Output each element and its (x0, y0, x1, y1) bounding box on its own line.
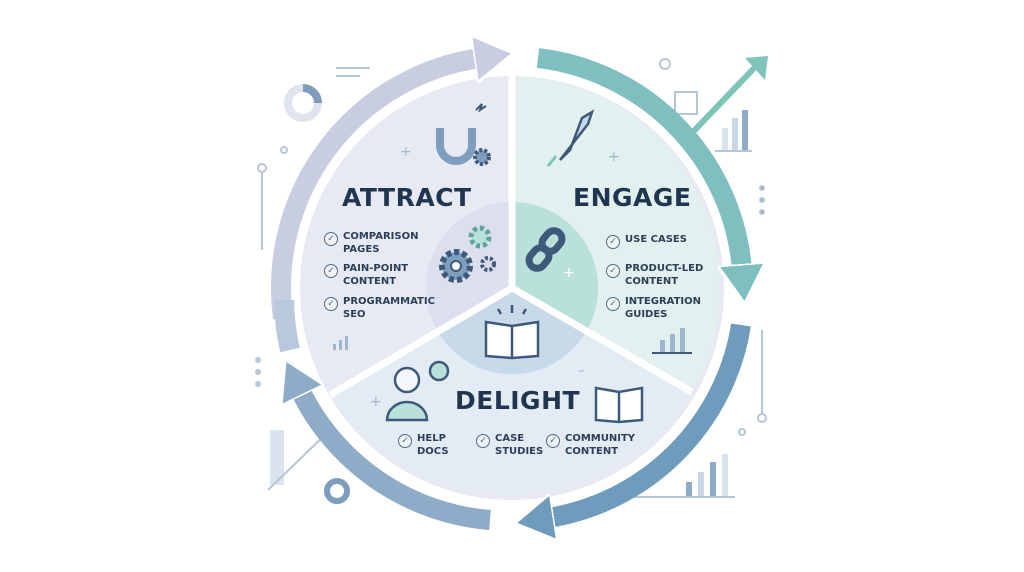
chain-link-icon (525, 227, 566, 272)
check-icon: ✓ (324, 232, 338, 246)
engage-item: ✓INTEGRATION GUIDES (606, 296, 701, 321)
arrow-engage-onward (536, 48, 742, 270)
attract-item: ✓PAIN-POINT CONTENT (324, 263, 408, 288)
decorations (255, 56, 768, 504)
delight-item: ✓HELP DOCS (398, 433, 449, 458)
engage-title: ENGAGE (573, 183, 692, 212)
check-icon: ✓ (476, 434, 490, 448)
check-icon: ✓ (324, 264, 338, 278)
engage-item: ✓USE CASES (606, 234, 687, 249)
delight-title: DELIGHT (455, 386, 581, 415)
attract-item: ✓PROGRAMMATIC SEO (324, 296, 435, 321)
svg-text:+: + (370, 394, 382, 410)
arrow-engage-to-delight (548, 323, 751, 518)
svg-text:+: + (563, 265, 575, 281)
delight-segment (330, 288, 692, 494)
check-icon: ✓ (546, 434, 560, 448)
svg-text:+: + (400, 144, 412, 160)
cycle-arrows (271, 48, 751, 520)
check-icon: ✓ (606, 297, 620, 311)
rocket-icon (546, 109, 595, 167)
svg-text:–: – (578, 363, 585, 379)
person-icon (385, 360, 450, 422)
check-icon: ✓ (324, 297, 338, 311)
sparkle-icons: + + + – + (370, 144, 620, 410)
gears-icon (439, 148, 496, 283)
open-book-icon (484, 305, 540, 360)
engage-item: ✓PRODUCT-LED CONTENT (606, 263, 703, 288)
check-icon: ✓ (606, 264, 620, 278)
check-icon: ✓ (606, 235, 620, 249)
delight-item: ✓COMMUNITY CONTENT (546, 433, 635, 458)
arrow-attract-to-engage (271, 58, 480, 320)
delight-item: ✓CASE STUDIES (476, 433, 543, 458)
check-icon: ✓ (398, 434, 412, 448)
magnet-icon (436, 103, 487, 165)
svg-text:+: + (608, 149, 620, 165)
attract-item: ✓COMPARISON PAGES (324, 231, 418, 256)
bar-chart-icons (333, 328, 692, 354)
attract-title: ATTRACT (342, 183, 472, 212)
book-icon (594, 386, 644, 424)
